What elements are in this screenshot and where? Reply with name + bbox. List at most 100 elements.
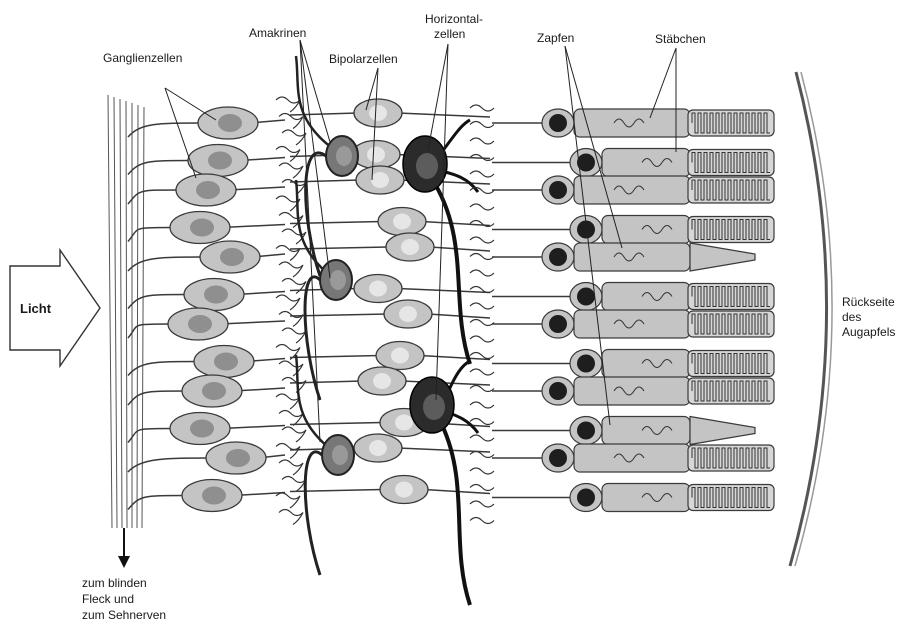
light-arrow: Licht <box>10 250 100 366</box>
synapse-squiggle <box>279 312 303 327</box>
inner-segment <box>574 310 690 338</box>
synapse-squiggle <box>470 468 494 474</box>
photoreceptor-nucleus <box>577 489 595 507</box>
nerve-fiber <box>108 95 112 528</box>
synapse-squiggle <box>470 254 494 260</box>
back-label-line3: Augapfels <box>842 325 895 339</box>
ganglion-nucleus <box>220 248 244 266</box>
inner-segment <box>602 149 690 177</box>
nerve-fiber <box>114 97 117 528</box>
synapse-squiggle <box>470 320 494 326</box>
synapse-squiggle <box>470 518 494 524</box>
nerve-fiber-bundle <box>108 95 144 528</box>
bipolar-nucleus <box>369 440 387 456</box>
horizontal-nucleus <box>423 394 445 420</box>
synapse-squiggle <box>279 411 303 426</box>
ganglion-axon <box>128 257 204 271</box>
synapse-squiggle <box>470 435 494 441</box>
inner-segment <box>574 109 690 137</box>
bipolar-dendrite <box>398 113 490 117</box>
synapse-squiggle <box>470 105 494 111</box>
ganglion-dendrite <box>220 321 285 324</box>
ganglion-label: Ganglienzellen <box>103 51 182 65</box>
bipolar-label: Bipolarzellen <box>329 52 398 66</box>
synapse-squiggle <box>470 122 494 128</box>
synapse-squiggle <box>276 147 300 162</box>
ganglion-nucleus <box>218 114 242 132</box>
ganglion-axon <box>128 123 202 137</box>
horizontal-nucleus <box>416 153 438 179</box>
bipolar-nucleus <box>369 281 387 297</box>
synapse-squiggle <box>279 510 303 525</box>
amacrine-label: Amakrinen <box>249 26 306 40</box>
photoreceptor-nucleus <box>549 181 567 199</box>
synapse-squiggle <box>470 485 494 491</box>
photoreceptor-nucleus <box>549 315 567 333</box>
synapse-squiggle <box>470 171 494 177</box>
inner-segment <box>574 176 690 204</box>
rod-disc-stack <box>692 488 770 508</box>
synapse-squiggle <box>279 460 303 475</box>
synapse-squiggle <box>282 427 306 442</box>
amacrine-nucleus <box>330 270 346 290</box>
synapse-squiggle <box>279 114 303 129</box>
bipolar-nucleus <box>395 415 413 431</box>
blind-spot-label-line2: Fleck und <box>82 592 134 606</box>
ganglion-nucleus <box>214 353 238 371</box>
ganglion-cell-layer <box>128 107 285 512</box>
inner-plexiform-layer <box>276 97 306 525</box>
horizontal-process <box>442 425 470 605</box>
bipolar-dendrite <box>430 247 490 251</box>
synapse-squiggle <box>279 361 303 376</box>
synapse-squiggle <box>279 163 303 178</box>
inner-segment <box>574 444 690 472</box>
bipolar-nucleus <box>373 373 391 389</box>
photoreceptor-nucleus <box>577 355 595 373</box>
inner-segment <box>602 283 690 311</box>
synapse-squiggle <box>470 204 494 210</box>
synapse-squiggle <box>276 493 300 508</box>
rod-disc-stack <box>692 381 770 401</box>
inner-segment <box>602 417 690 445</box>
ganglion-axon <box>128 429 174 443</box>
ganglion-axon <box>128 458 210 472</box>
rod-disc-stack <box>692 314 770 334</box>
synapse-squiggle <box>282 477 306 492</box>
photoreceptor-nucleus <box>577 422 595 440</box>
bipolar-axon <box>290 180 360 182</box>
bipolar-nucleus <box>391 348 409 364</box>
inner-segment <box>602 484 690 512</box>
photoreceptor-layer <box>492 109 774 512</box>
ganglion-nucleus <box>204 286 228 304</box>
ganglion-nucleus <box>190 219 214 237</box>
ganglion-axon <box>128 324 172 338</box>
ganglion-nucleus <box>208 152 232 170</box>
synapse-squiggle <box>470 303 494 309</box>
photoreceptor-nucleus <box>549 449 567 467</box>
synapse-squiggle <box>282 130 306 145</box>
ganglion-dendrite <box>222 225 285 228</box>
ganglion-nucleus <box>202 382 226 400</box>
bipolar-dendrite <box>420 356 490 360</box>
ganglion-nucleus <box>190 420 214 438</box>
synapse-squiggle <box>276 394 300 409</box>
bipolar-dendrite <box>398 289 490 293</box>
blind-spot-arrow <box>118 528 130 568</box>
photoreceptor-nucleus <box>549 248 567 266</box>
bipolar-axon <box>290 381 362 383</box>
ganglion-axon <box>128 295 188 309</box>
rod-disc-stack <box>692 287 770 307</box>
amacrine-nucleus <box>336 146 352 166</box>
synapse-squiggle <box>470 402 494 408</box>
eyeball-back-wall <box>790 72 832 566</box>
inner-segment <box>602 216 690 244</box>
rod-disc-stack <box>692 113 770 133</box>
bipolar-nucleus <box>401 239 419 255</box>
ganglion-nucleus <box>226 449 250 467</box>
cone-outer-segment <box>690 243 755 271</box>
amacrine-process <box>305 452 322 575</box>
ganglion-axon <box>128 228 174 242</box>
ganglion-nucleus <box>202 487 226 505</box>
ganglion-dendrite <box>222 426 285 429</box>
